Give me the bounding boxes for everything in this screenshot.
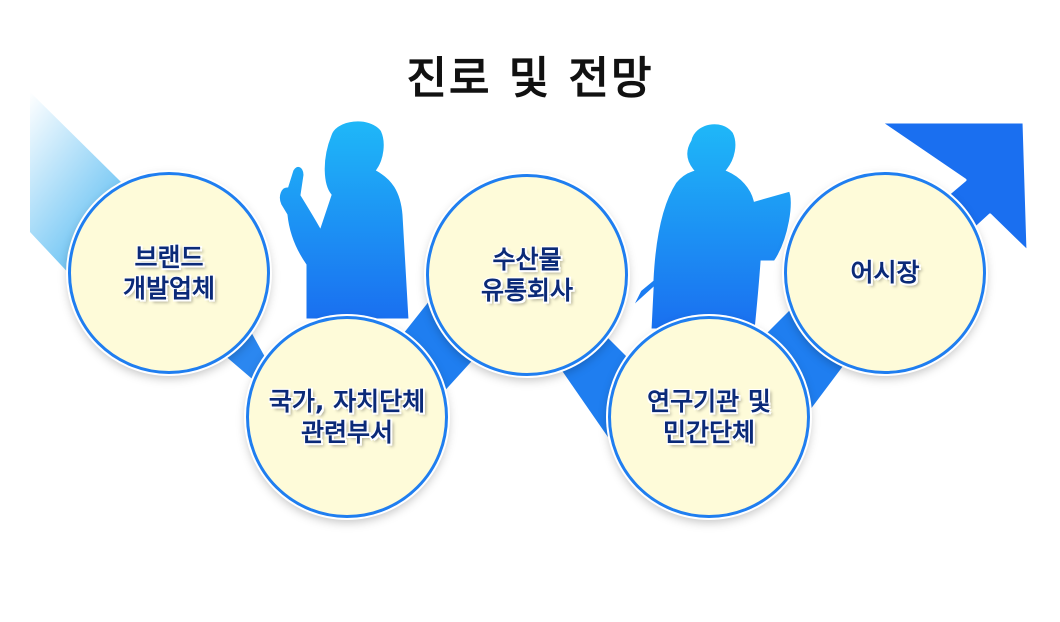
career-node-research-institutes: 연구기관 및 민간단체 — [608, 316, 810, 518]
person-silhouette-pointing-icon — [276, 118, 412, 322]
sparkle-icon — [268, 150, 297, 171]
career-node-label: 브랜드 개발업체 — [122, 242, 215, 303]
career-node-label: 수산물 유통회사 — [480, 244, 573, 305]
page-title: 진로 및 전망 — [406, 53, 654, 104]
career-node-label: 연구기관 및 민간단체 — [647, 386, 771, 447]
career-node-label: 국가, 자치단체 관련부서 — [268, 386, 426, 447]
career-node-brand-developer: 브랜드 개발업체 — [68, 172, 270, 374]
person-silhouette-reading-icon — [628, 121, 794, 332]
career-node-label: 어시장 — [850, 258, 920, 288]
career-node-seafood-distribution: 수산물 유통회사 — [426, 174, 628, 376]
career-node-fish-market: 어시장 — [784, 172, 986, 374]
career-node-government: 국가, 자치단체 관련부서 — [246, 316, 448, 518]
